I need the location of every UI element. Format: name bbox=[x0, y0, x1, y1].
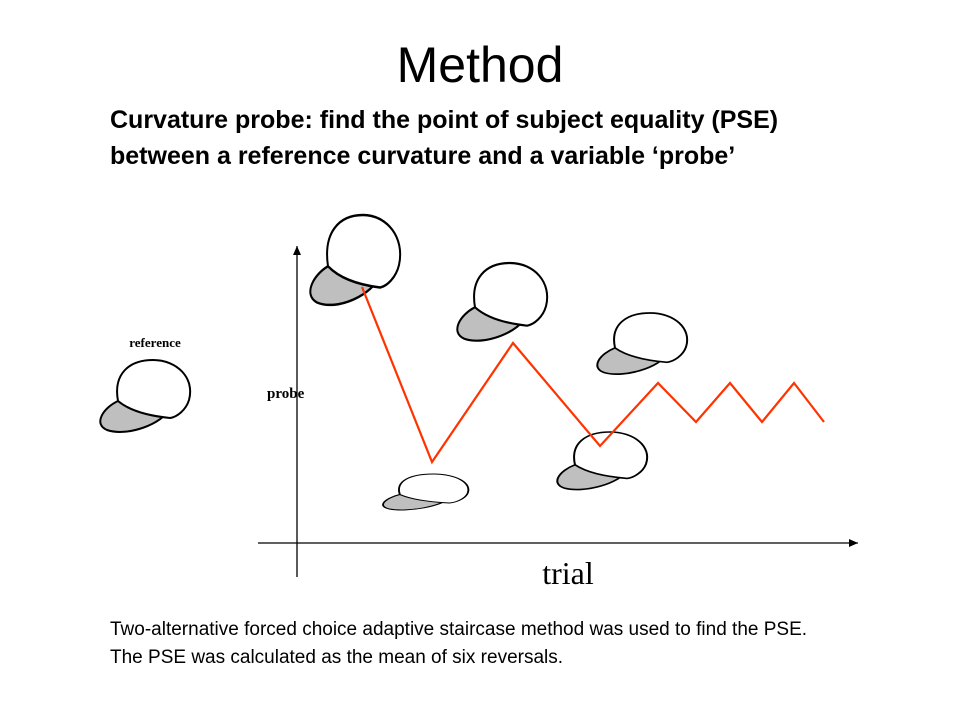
caption-line-1: Two-alternative forced choice adaptive s… bbox=[110, 619, 808, 640]
slide-title: Method bbox=[396, 37, 564, 93]
shape-face bbox=[473, 261, 549, 327]
staircase-line bbox=[360, 286, 825, 465]
subtitle-line-2: between a reference curvature and a vari… bbox=[110, 142, 736, 170]
slide-subtitle: Curvature probe: find the point of subje… bbox=[110, 102, 930, 174]
subtitle-line-1: Curvature probe: find the point of subje… bbox=[110, 106, 779, 134]
probe-shape-2 bbox=[456, 261, 549, 342]
probe-shape-1 bbox=[309, 213, 402, 307]
shape-face bbox=[613, 312, 689, 364]
shape-face bbox=[116, 358, 192, 420]
reference-label: reference bbox=[129, 335, 181, 350]
probe-shape-4 bbox=[556, 431, 649, 491]
y-axis-label: probe bbox=[267, 386, 305, 402]
probe-shape-5 bbox=[382, 473, 470, 511]
x-axis-label: trial bbox=[542, 555, 594, 591]
shape-face bbox=[398, 473, 470, 504]
shape-face bbox=[573, 431, 649, 480]
slide-caption: Two-alternative forced choice adaptive s… bbox=[110, 616, 940, 672]
reference-shape bbox=[99, 358, 192, 433]
caption-line-2: The PSE was calculated as the mean of si… bbox=[110, 647, 564, 668]
probe-shape-3 bbox=[596, 312, 689, 375]
shape-face bbox=[326, 213, 402, 289]
